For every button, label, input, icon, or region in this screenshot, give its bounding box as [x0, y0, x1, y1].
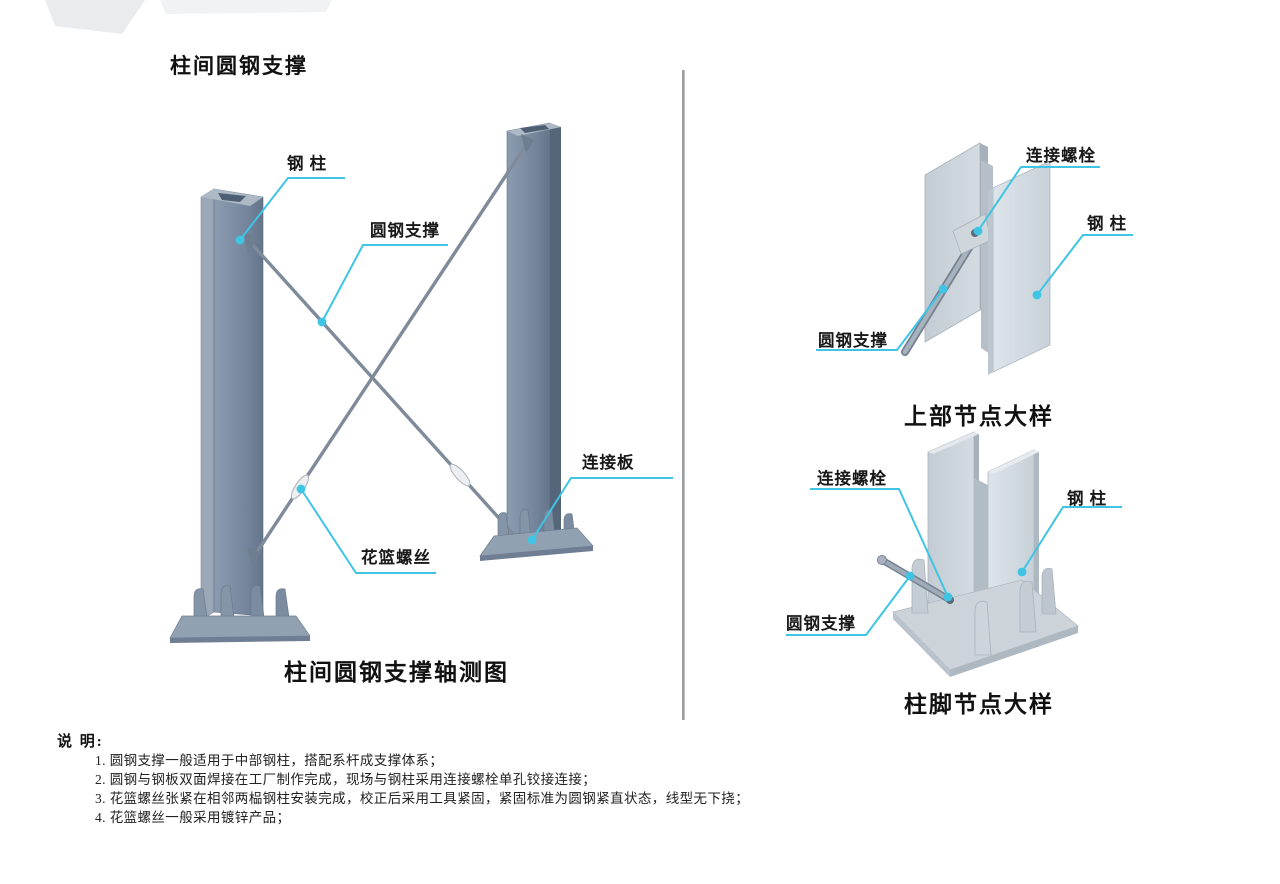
caption-column-base: 柱脚节点大样 — [904, 692, 1054, 717]
axonometric-diagram — [169, 122, 594, 643]
turnbuckle-shape — [290, 463, 471, 500]
leader-lines — [239, 166, 1133, 636]
notes-heading: 说 明: — [57, 734, 104, 750]
sheet-title: 柱间圆钢支撑 — [170, 54, 308, 78]
label-steel-column-axo: 钢 柱 — [287, 154, 328, 173]
note-item-3: 3. 花篮螺丝张紧在相邻两榀钢柱安装完成，校正后采用工具紧固，紧固标准为圆钢紧直… — [95, 791, 750, 806]
label-round-brace-base: 圆钢支撑 — [786, 614, 856, 633]
label-turnbuckle: 花篮螺丝 — [361, 548, 431, 567]
scan-artifacts — [45, 0, 332, 34]
upper-node-diagram — [901, 142, 1051, 375]
column-base-diagram — [877, 431, 1079, 677]
label-round-brace-axo: 圆钢支撑 — [370, 221, 440, 240]
caption-upper-node: 上部节点大样 — [904, 404, 1054, 429]
label-connection-plate: 连接板 — [582, 453, 635, 472]
label-steel-column-base: 钢 柱 — [1067, 489, 1108, 508]
label-connection-bolt-upper: 连接螺栓 — [1026, 146, 1096, 165]
label-round-brace-upper: 圆钢支撑 — [818, 331, 888, 350]
divider — [682, 70, 685, 720]
label-connection-bolt-base: 连接螺栓 — [817, 469, 887, 488]
label-steel-column-upper: 钢 柱 — [1087, 214, 1128, 233]
note-item-2: 2. 圆钢与钢板双面焊接在工厂制作完成，现场与钢柱采用连接螺栓单孔铰接连接； — [95, 772, 597, 787]
leader-dots — [235, 226, 1042, 602]
caption-axonometric: 柱间圆钢支撑轴测图 — [284, 660, 509, 685]
note-item-4: 4. 花篮螺丝一般采用镀锌产品； — [95, 810, 291, 825]
note-item-1: 1. 圆钢支撑一般适用于中部钢柱，搭配系杆成支撑体系； — [95, 753, 444, 768]
